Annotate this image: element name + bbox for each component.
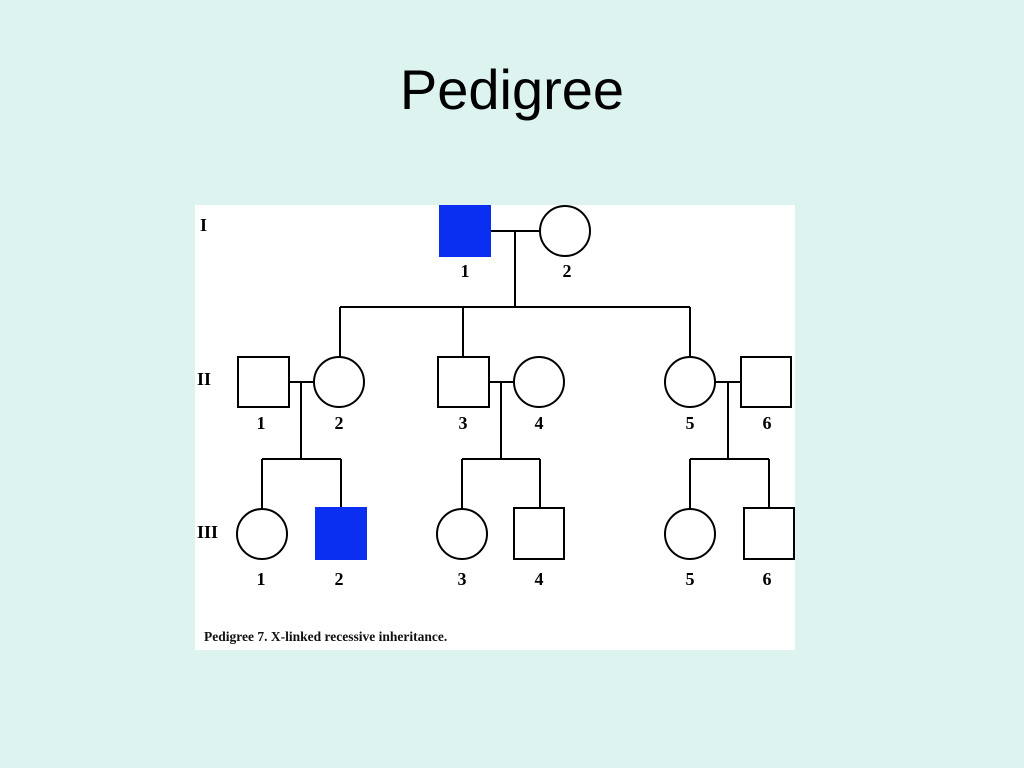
label-I-2: 2	[563, 261, 572, 281]
label-II-6: 6	[763, 413, 772, 433]
label-II-5: 5	[686, 413, 695, 433]
label-III-2: 2	[335, 569, 344, 589]
label-III-5: 5	[686, 569, 695, 589]
female-symbol-II-5	[664, 356, 716, 408]
label-III-6: 6	[763, 569, 772, 589]
slide-title: Pedigree	[399, 58, 625, 121]
label-II-1: 1	[257, 413, 266, 433]
label-II-2: 2	[335, 413, 344, 433]
female-symbol-III-5	[664, 508, 716, 560]
female-symbol-III-1	[236, 508, 288, 560]
male-symbol-III-4	[513, 507, 565, 560]
male-symbol-III-6	[743, 507, 795, 560]
generation-label-III: III	[197, 522, 218, 542]
pedigree-figure: I II III	[195, 205, 795, 650]
label-II-4: 4	[535, 413, 544, 433]
label-III-4: 4	[535, 569, 544, 589]
generation-label-I: I	[200, 215, 207, 235]
pedigree-lines	[261, 230, 770, 509]
pedigree-individuals	[236, 205, 795, 560]
female-symbol-I-2	[539, 205, 591, 257]
generation-label-II: II	[197, 369, 211, 389]
label-II-3: 3	[459, 413, 468, 433]
female-symbol-II-4	[513, 356, 565, 408]
female-symbol-III-3	[436, 508, 488, 560]
label-I-1: 1	[461, 261, 470, 281]
male-symbol-III-2	[315, 507, 367, 560]
individual-labels: 1 2 1 2 3 4 5 6 1 2 3 4 5 6	[257, 261, 772, 589]
male-symbol-II-1	[237, 356, 290, 408]
male-symbol-I-1	[439, 205, 491, 257]
label-III-3: 3	[458, 569, 467, 589]
pedigree-chart: I II III	[197, 205, 795, 589]
female-symbol-II-2	[313, 356, 365, 408]
label-III-1: 1	[257, 569, 266, 589]
figure-caption: Pedigree 7. X-linked recessive inheritan…	[204, 629, 448, 644]
male-symbol-II-3	[437, 356, 490, 408]
male-symbol-II-6	[740, 356, 792, 408]
